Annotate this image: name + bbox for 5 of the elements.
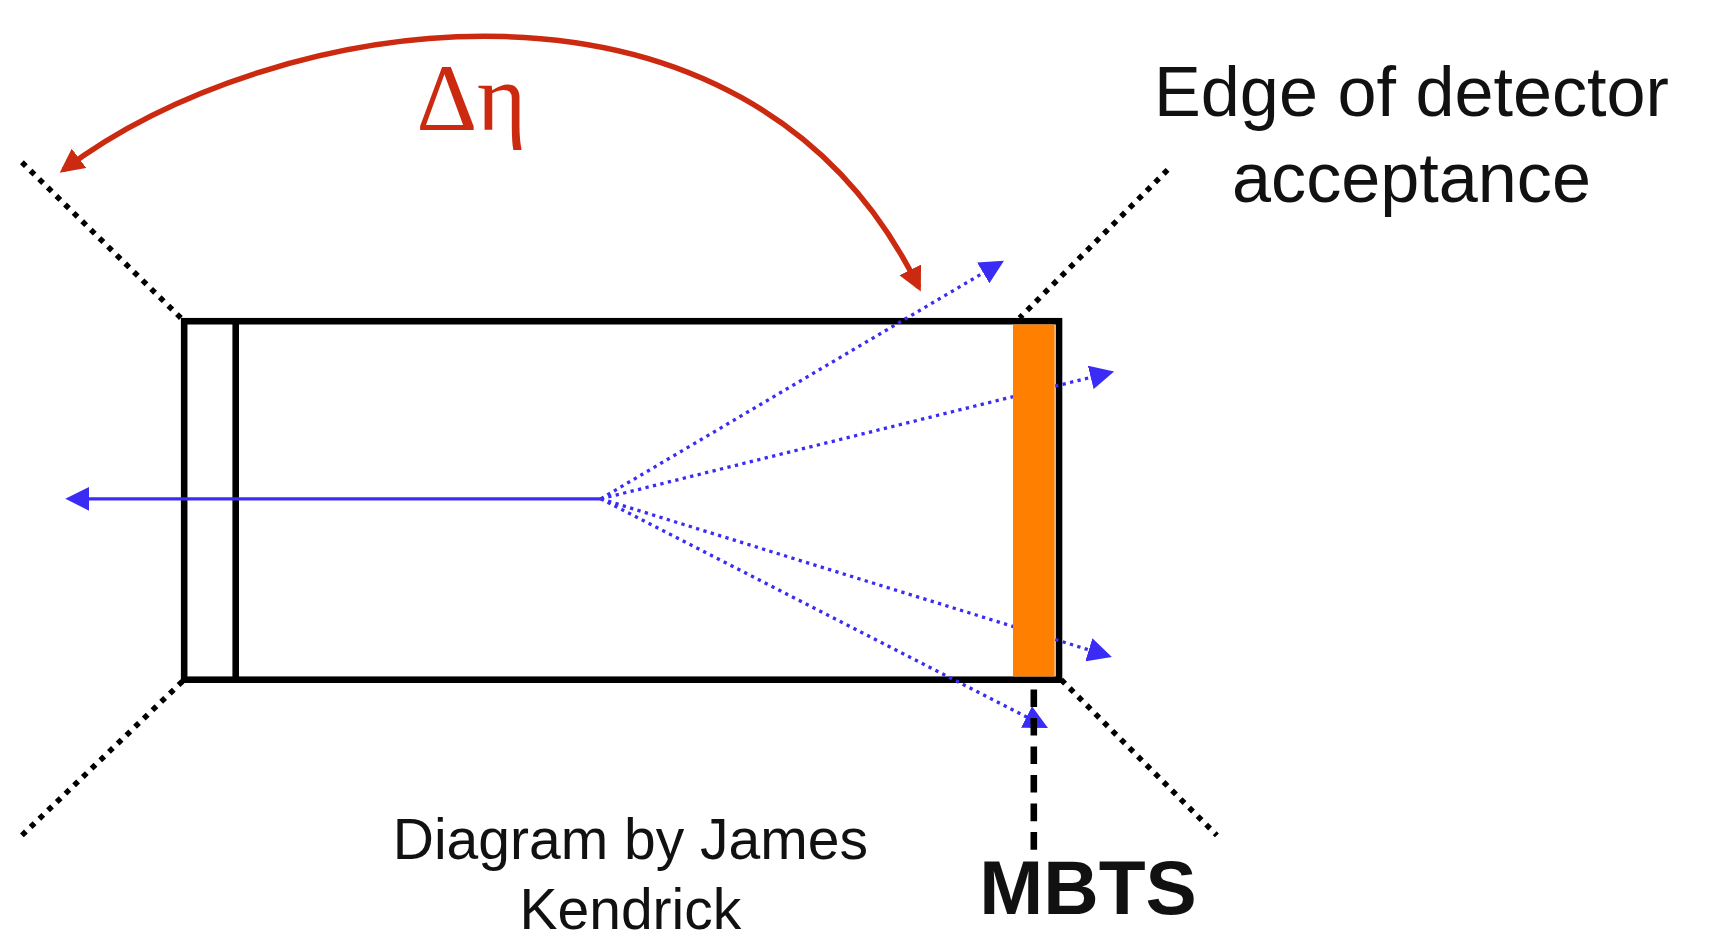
angle-symbol: Δη bbox=[415, 45, 528, 154]
scintillator-bar bbox=[1013, 324, 1055, 677]
part-label: MBTS bbox=[970, 849, 1206, 927]
boundary-note: Edge of detector acceptance bbox=[1153, 51, 1670, 220]
credit-note: Diagram by James Kendrick bbox=[391, 806, 869, 944]
